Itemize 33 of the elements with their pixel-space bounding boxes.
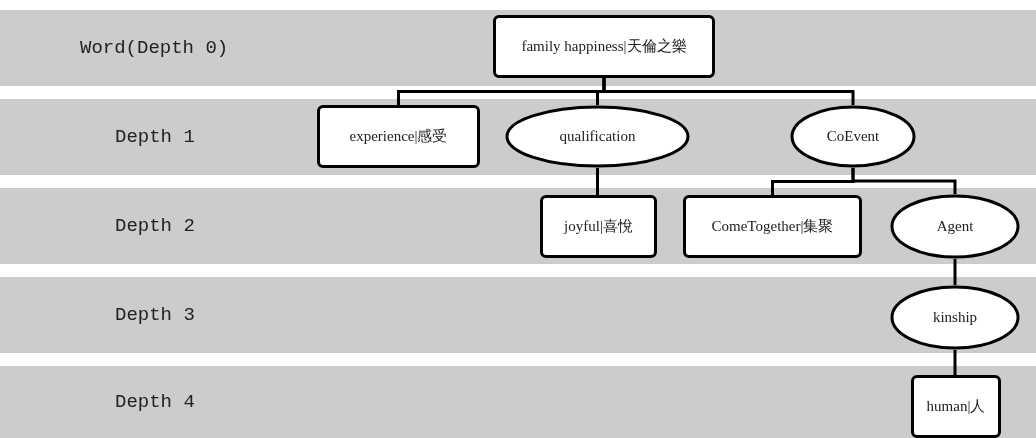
depth-label: Depth 4: [115, 391, 195, 413]
depth-band: [0, 188, 1036, 264]
relation-ellipse: [890, 194, 1020, 259]
node-label: Agent: [936, 218, 974, 235]
node-label: kinship: [932, 309, 978, 326]
node-label: family happiness|天倫之樂: [521, 37, 687, 56]
connector-line: [953, 259, 957, 285]
depth-label: Depth 1: [115, 126, 195, 148]
concept-box: [540, 195, 657, 258]
depth-label: Depth 2: [115, 215, 195, 237]
depth-label: Depth 3: [115, 304, 195, 326]
concept-box: [683, 195, 862, 258]
connector-line: [851, 168, 957, 194]
depth-band: [0, 99, 1036, 175]
node-label: ComeTogether|集聚: [711, 217, 834, 236]
connector-line: [602, 78, 855, 105]
depth-band: [0, 10, 1036, 86]
node-label: human|人: [926, 397, 986, 416]
depth-band: [0, 366, 1036, 438]
relation-ellipse: [890, 285, 1020, 350]
concept-box: [911, 375, 1001, 438]
node-label: experience|感受: [349, 127, 448, 146]
depth-label: Word(Depth 0): [80, 37, 229, 59]
concept-box: [317, 105, 480, 168]
node-label: joyful|喜悅: [564, 217, 633, 236]
node-label: CoEvent: [826, 128, 880, 145]
connector-line: [596, 168, 599, 195]
node-label: qualification: [559, 128, 636, 145]
relation-ellipse: [790, 105, 916, 168]
relation-ellipse: [505, 105, 690, 168]
connector-line: [953, 350, 957, 375]
depth-band: [0, 277, 1036, 353]
concept-box: [493, 15, 715, 78]
